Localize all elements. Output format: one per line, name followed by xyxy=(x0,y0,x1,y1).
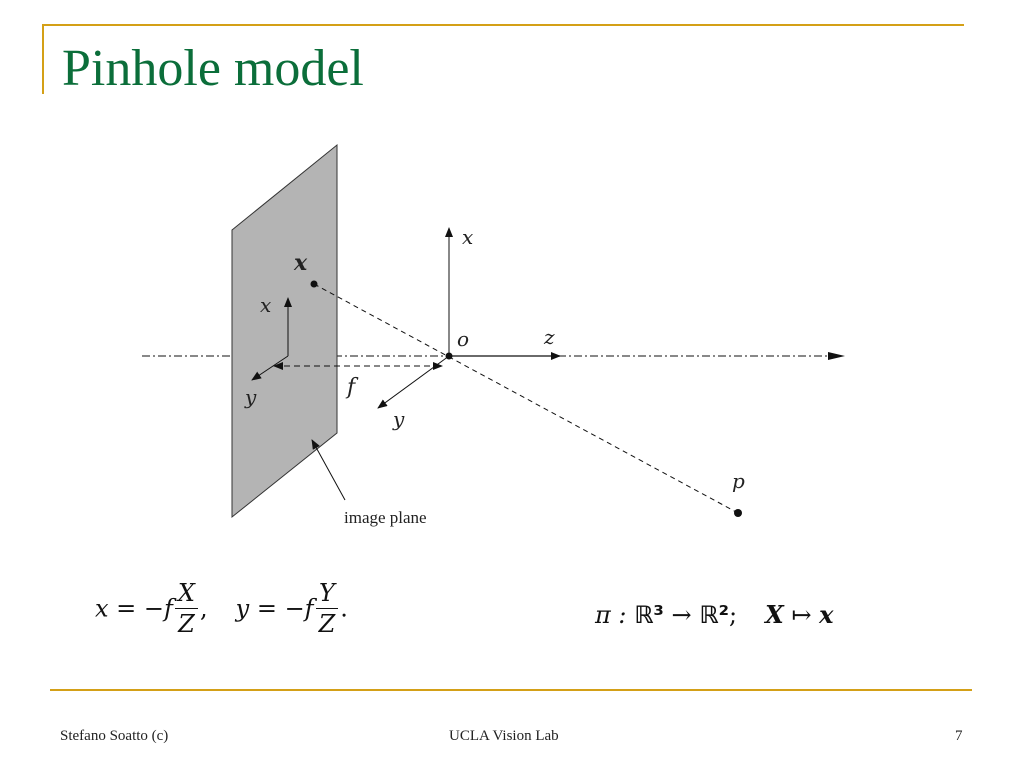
footer-author: Stefano Soatto (c) xyxy=(60,728,169,744)
x-equation-lhs: x = −f xyxy=(95,594,173,623)
image-point-x-symbol: x xyxy=(819,600,834,629)
mapsto-arrow: ↦ xyxy=(783,601,820,629)
slide-title: Pinhole model xyxy=(62,40,364,97)
y-fraction-denominator: Z xyxy=(318,610,336,638)
image-plane xyxy=(231,143,338,519)
r3-space: ℝ³ xyxy=(634,601,664,629)
map-semicolon: ; xyxy=(729,601,738,629)
y-equation-lhs: y = −f xyxy=(235,594,314,623)
image-plane-pointer xyxy=(311,439,346,501)
image-y-axis xyxy=(251,355,289,381)
image-x-axis-label: x xyxy=(260,293,271,317)
y-equation-period: . xyxy=(340,594,348,623)
point-p xyxy=(734,509,742,517)
camera-z-axis-label: z xyxy=(543,325,555,349)
footer-lab: UCLA Vision Lab xyxy=(449,728,559,744)
x-fraction-numerator: X xyxy=(174,578,198,609)
map-arrow: → xyxy=(663,601,700,629)
projection-ray xyxy=(313,283,739,514)
point-p-label: p xyxy=(732,469,745,493)
origin-label: o xyxy=(457,327,469,351)
camera-y-axis-label: y xyxy=(392,407,405,431)
camera-x-axis-label: x xyxy=(462,225,473,249)
world-point-X: X xyxy=(765,600,784,629)
page-number: 7 xyxy=(955,728,963,744)
x-equation-comma: , xyxy=(200,594,208,623)
focal-length-label: f xyxy=(345,375,359,400)
image-point-x xyxy=(310,280,318,288)
image-y-axis-label: y xyxy=(244,385,257,409)
x-fraction-denominator: Z xyxy=(178,610,195,638)
r2-space: ℝ² xyxy=(699,601,729,629)
footer-rule xyxy=(50,689,972,691)
camera-y-axis xyxy=(377,355,450,409)
projection-map: π : ℝ³ → ℝ²; X ↦ x xyxy=(595,600,833,629)
title-frame-top-rule xyxy=(42,24,964,26)
optical-axis-arrowhead xyxy=(828,352,845,360)
title-frame-left-rule xyxy=(42,24,44,94)
image-point-x-label: x xyxy=(293,250,308,276)
image-plane-label: image plane xyxy=(344,508,427,527)
y-fraction-numerator: Y xyxy=(315,578,339,609)
pi-symbol: π : xyxy=(595,601,635,629)
